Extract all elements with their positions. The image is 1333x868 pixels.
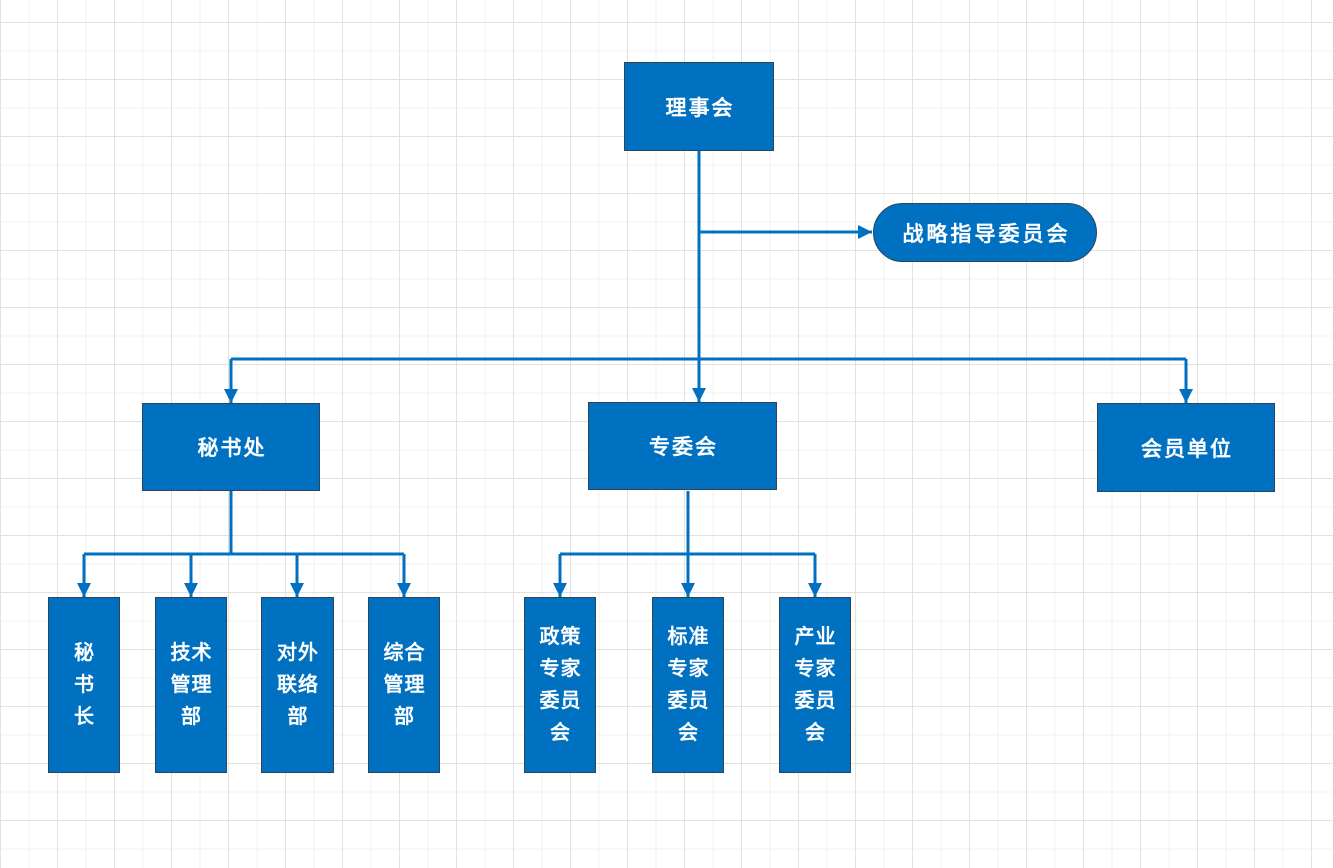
org-node-general-mgmt-dept-label: 综合 管理 部	[383, 642, 426, 728]
org-node-special-committee[interactable]: 专委会	[588, 402, 777, 490]
org-node-policy-expert-committee[interactable]: 政策 专家 委员 会	[524, 597, 596, 773]
org-node-standards-expert-committee[interactable]: 标准 专家 委员 会	[652, 597, 724, 773]
org-node-standards-expert-committee-label: 标准 专家 委员 会	[667, 626, 710, 744]
org-node-special-committee-label: 专委会	[649, 436, 718, 459]
org-node-industry-expert-committee-label: 产业 专家 委员 会	[794, 626, 837, 744]
org-node-secretariat[interactable]: 秘书处	[142, 403, 320, 491]
org-node-external-liaison-dept[interactable]: 对外 联络 部	[261, 597, 334, 773]
org-node-general-mgmt-dept[interactable]: 综合 管理 部	[368, 597, 440, 773]
org-node-secretariat-label: 秘书处	[197, 437, 267, 460]
org-node-strategy-committee[interactable]: 战略指导委员会	[873, 203, 1097, 262]
org-node-board[interactable]: 理事会	[624, 62, 774, 151]
org-node-board-label: 理事会	[665, 96, 735, 120]
org-node-secretary-general[interactable]: 秘 书 长	[48, 597, 120, 773]
org-node-industry-expert-committee[interactable]: 产业 专家 委员 会	[779, 597, 851, 773]
org-node-external-liaison-dept-label: 对外 联络 部	[277, 642, 319, 728]
org-node-policy-expert-committee-label: 政策 专家 委员 会	[539, 626, 582, 744]
org-node-member-units-label: 会员单位	[1141, 437, 1233, 461]
org-node-tech-mgmt-dept-label: 技术 管理 部	[170, 642, 213, 728]
org-node-secretary-general-label: 秘 书 长	[74, 642, 95, 728]
org-node-tech-mgmt-dept[interactable]: 技术 管理 部	[155, 597, 227, 773]
org-node-strategy-committee-label: 战略指导委员会	[902, 222, 1071, 246]
org-node-member-units[interactable]: 会员单位	[1097, 403, 1275, 492]
